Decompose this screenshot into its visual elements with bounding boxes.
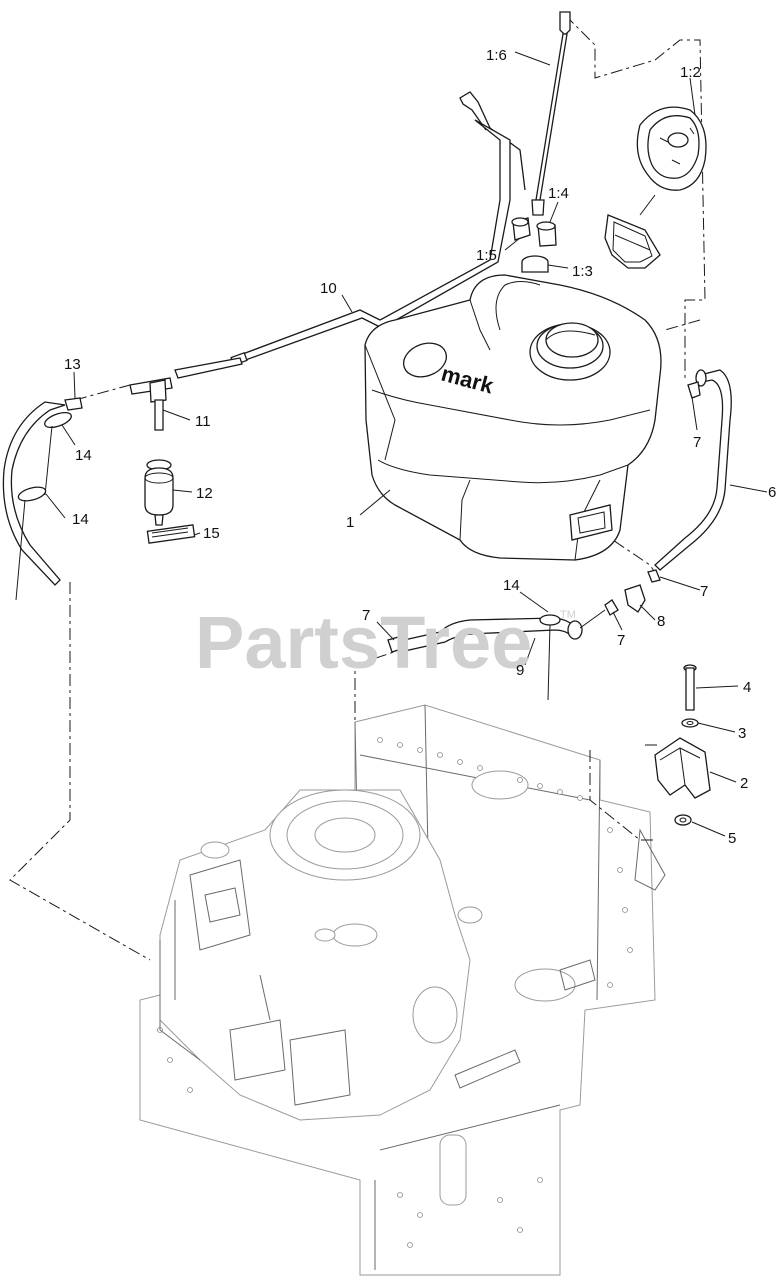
- callout-14-hose: 14: [503, 577, 520, 594]
- callout-15: 15: [203, 525, 220, 542]
- callout-7-upper: 7: [693, 434, 701, 451]
- engine: [159, 789, 483, 1121]
- callout-1-6: 1:6: [486, 47, 507, 64]
- callout-1-5: 1:5: [476, 247, 497, 264]
- tank-grommets: [511, 217, 557, 273]
- callout-8: 8: [657, 613, 665, 630]
- callout-7-left: 7: [362, 607, 370, 624]
- callout-1-3: 1:3: [572, 263, 593, 280]
- fuel-tank: mark: [364, 274, 662, 561]
- watermark: PartsTree: [195, 601, 532, 684]
- callout-14-upper: 14: [75, 447, 92, 464]
- callout-3: 3: [738, 725, 746, 742]
- callout-14-lower: 14: [72, 511, 89, 528]
- callout-11: 11: [195, 413, 211, 430]
- fuel-filter-assembly: [129, 377, 196, 544]
- fuel-cap: [604, 106, 707, 269]
- callout-9: 9: [516, 662, 524, 679]
- callout-7-elbow: 7: [700, 583, 708, 600]
- callout-4: 4: [743, 679, 751, 696]
- callout-labels: 1:6 1:2 1:4 1:5 1:3 10 13 11 14 12 14 15…: [64, 47, 776, 847]
- fuel-line-engine: [387, 569, 661, 701]
- callout-leaders: [45, 51, 768, 837]
- callout-1: 1: [346, 514, 354, 531]
- callout-1-2: 1:2: [680, 64, 701, 81]
- callout-10: 10: [320, 280, 337, 297]
- fuel-line-supply: [2, 397, 83, 601]
- vent-hose: [174, 91, 526, 379]
- callout-7-clamp: 7: [617, 632, 625, 649]
- dipstick: [531, 11, 571, 216]
- callout-5: 5: [728, 830, 736, 847]
- callout-13: 13: [64, 356, 81, 373]
- fuel-hose-return: [654, 369, 732, 571]
- watermark-trademark: TM: [560, 609, 576, 621]
- callout-6: 6: [768, 484, 776, 501]
- tank-mount: [654, 664, 711, 826]
- callout-2: 2: [740, 775, 748, 792]
- callout-1-4: 1:4: [548, 185, 569, 202]
- callout-12: 12: [196, 485, 213, 502]
